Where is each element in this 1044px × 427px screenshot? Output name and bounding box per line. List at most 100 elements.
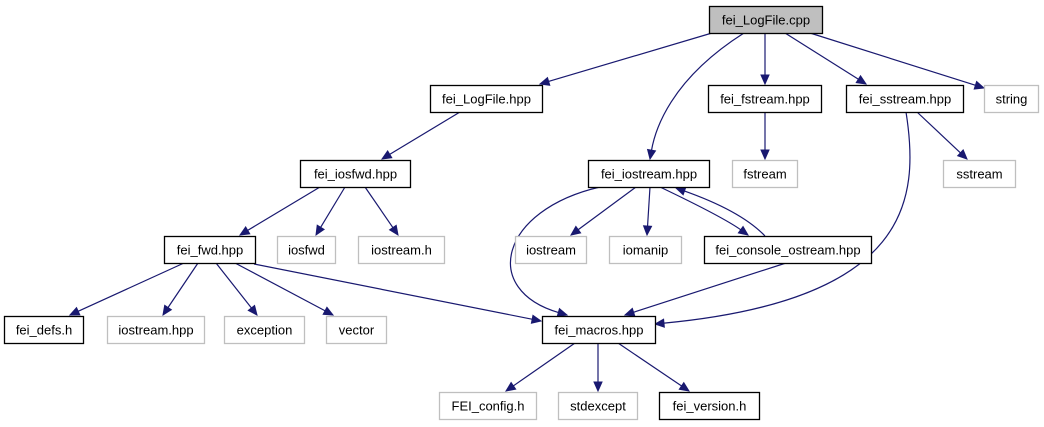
- arrowhead: [674, 186, 687, 196]
- edge-fei-logfile-cpp-to-fei-iostream-hpp: [646, 32, 745, 161]
- node-label: fei_fwd.hpp: [177, 243, 244, 258]
- node-iostream: iostream: [514, 235, 588, 265]
- edge-fei-fwd-hpp-to-vector: [234, 262, 335, 316]
- edge-fei-fwd-hpp-to-iostream-hpp: [162, 262, 199, 317]
- arrowhead: [388, 224, 399, 237]
- node-iostream-hpp: iostream.hpp: [106, 315, 206, 345]
- edge-fei-fwd-hpp-to-fei-defs-h: [68, 262, 185, 316]
- arrowhead: [530, 314, 543, 324]
- edge-fei-iostream-hpp-to-iostream: [570, 186, 637, 236]
- arrowhead: [855, 74, 868, 85]
- node-fei-iostream-hpp[interactable]: fei_iostream.hpp: [587, 159, 711, 189]
- node-box: [703, 235, 873, 265]
- node-label: iostream: [526, 243, 576, 258]
- arrowhead: [247, 304, 258, 316]
- node-fei-fstream-hpp[interactable]: fei_fstream.hpp: [707, 84, 823, 114]
- node-box: [438, 391, 538, 421]
- node-fei-fwd-hpp[interactable]: fei_fwd.hpp: [163, 235, 257, 265]
- edge-fei-macros-hpp-to-stdexcept: [593, 343, 603, 393]
- arrowhead: [646, 148, 657, 161]
- node-label: fei_sstream.hpp: [859, 92, 952, 107]
- node-fei-logfile-hpp[interactable]: fei_LogFile.hpp: [429, 84, 544, 114]
- node-label: string: [996, 92, 1028, 107]
- node-label: vector: [339, 323, 375, 338]
- arrowhead: [760, 74, 770, 86]
- arrowhead: [504, 381, 517, 392]
- arrowhead: [653, 318, 665, 328]
- node-box: [106, 315, 206, 345]
- node-fei-version-h[interactable]: fei_version.h: [658, 391, 761, 421]
- node-box: [514, 235, 588, 265]
- node-box: [223, 315, 306, 345]
- node-sstream: sstream: [942, 159, 1017, 189]
- node-label: iostream.h: [371, 243, 432, 258]
- node-label: stdexcept: [570, 399, 626, 414]
- node-fei-console-ostream-hpp[interactable]: fei_console_ostream.hpp: [703, 235, 873, 265]
- arrowhead: [956, 149, 968, 160]
- node-fei-macros-hpp[interactable]: fei_macros.hpp: [541, 315, 657, 345]
- node-label: fei_version.h: [673, 399, 747, 414]
- edge-fei-macros-hpp-to-fei-version-h: [617, 342, 691, 392]
- edge-fei-fwd-hpp-to-fei-macros-hpp: [253, 263, 543, 324]
- node-label: fei_LogFile.hpp: [442, 92, 531, 107]
- edge-fei-sstream-hpp-to-sstream: [916, 111, 968, 160]
- node-vector: vector: [325, 315, 388, 345]
- node-string: string: [983, 84, 1040, 114]
- node-box: [942, 159, 1017, 189]
- node-fei-defs-h[interactable]: fei_defs.h: [3, 315, 85, 345]
- node-box: [587, 159, 711, 189]
- edge-fei-sstream-hpp-to-fei-macros-hpp: [653, 111, 911, 328]
- arrowhead: [322, 306, 335, 316]
- node-box: [557, 391, 639, 421]
- node-fei-logfile-cpp[interactable]: fei_LogFile.cpp: [708, 5, 824, 35]
- node-label: fei_defs.h: [16, 323, 72, 338]
- node-box: [731, 159, 799, 189]
- arrowhead: [623, 307, 636, 317]
- edge-fei-iosfwd-hpp-to-iosfwd: [315, 186, 346, 237]
- node-label: iostream.hpp: [118, 323, 193, 338]
- node-label: iomanip: [623, 243, 669, 258]
- edge-fei-fstream-hpp-to-fstream: [760, 112, 770, 161]
- node-label: fei_iostream.hpp: [601, 167, 697, 182]
- node-label: iosfwd: [288, 243, 325, 258]
- node-box: [708, 5, 824, 35]
- nodes-layer: fei_LogFile.cpp fei_LogFile.hpp fei_fstrea…: [3, 5, 1040, 421]
- node-label: fei_LogFile.cpp: [722, 13, 810, 28]
- node-label: FEI_config.h: [452, 399, 525, 414]
- node-iostream-h: iostream.h: [357, 235, 446, 265]
- edge-fei-logfile-cpp-to-fei-fstream-hpp: [760, 33, 770, 86]
- edge-fei-logfile-cpp-to-fei-logfile-hpp: [538, 32, 713, 86]
- node-fei-config-h: FEI_config.h: [438, 391, 538, 421]
- node-label: fstream: [743, 167, 786, 182]
- node-box: [541, 315, 657, 345]
- node-box: [163, 235, 257, 265]
- node-box: [3, 315, 85, 345]
- node-fei-iosfwd-hpp[interactable]: fei_iosfwd.hpp: [299, 159, 412, 189]
- node-iomanip: iomanip: [608, 235, 683, 265]
- edge-fei-console-ostream-hpp-to-fei-iostream-hpp: [674, 186, 766, 237]
- edge-fei-console-ostream-hpp-to-fei-macros-hpp: [623, 262, 787, 317]
- arrowhead: [642, 225, 653, 237]
- node-label: fei_iosfwd.hpp: [314, 167, 397, 182]
- node-box: [983, 84, 1040, 114]
- edge-fei-iosfwd-hpp-to-fei-fwd-hpp: [238, 186, 321, 236]
- edge-fei-iostream-hpp-to-fei-macros-hpp: [509, 186, 601, 317]
- arrowhead: [593, 381, 603, 393]
- arrowhead: [556, 307, 569, 317]
- node-iosfwd: iosfwd: [276, 235, 337, 265]
- node-fei-sstream-hpp[interactable]: fei_sstream.hpp: [845, 84, 965, 114]
- edge-fei-logfile-cpp-to-string: [809, 32, 986, 90]
- edges-layer: [68, 32, 986, 393]
- edge-fei-iostream-hpp-to-fei-console-ostream-hpp: [659, 186, 749, 236]
- node-label: fei_console_ostream.hpp: [715, 243, 860, 258]
- node-exception: exception: [223, 315, 306, 345]
- node-box: [357, 235, 446, 265]
- node-label: fei_fstream.hpp: [720, 92, 810, 107]
- arrowhead: [737, 225, 749, 236]
- edge-fei-logfile-hpp-to-fei-iosfwd-hpp: [380, 111, 461, 160]
- node-fstream: fstream: [731, 159, 799, 189]
- edge-fei-iostream-hpp-to-iomanip: [642, 186, 653, 237]
- arrowhead: [315, 224, 325, 237]
- arrowhead: [678, 381, 691, 392]
- arrowhead: [973, 80, 986, 90]
